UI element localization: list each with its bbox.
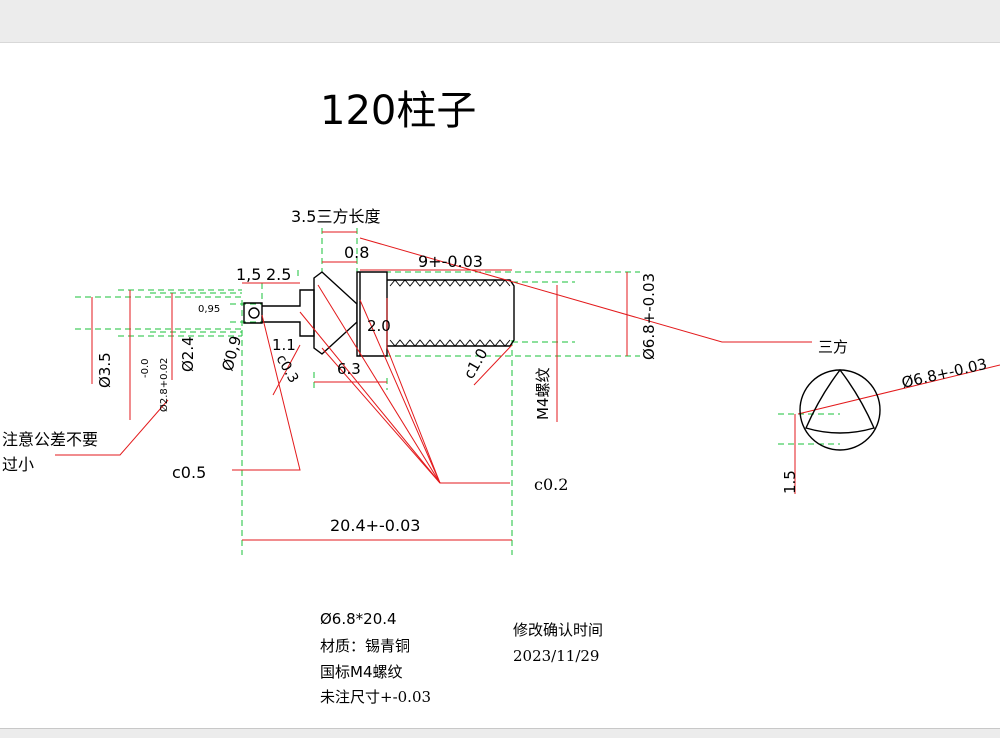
revision-label: 修改确认时间 bbox=[513, 621, 603, 639]
dim-1-5-end: 1.5 bbox=[781, 470, 799, 494]
dim-three-flat-length: 3.5三方长度 bbox=[291, 207, 380, 226]
dim-c0-3: c0.3 bbox=[273, 352, 302, 386]
dim-6-3: 6.3 bbox=[337, 360, 361, 378]
part-outline bbox=[243, 271, 515, 357]
dim-0-95: 0,95 bbox=[198, 304, 220, 315]
dim-end-diameter: Ø6.8+-0.03 bbox=[900, 355, 989, 392]
dim-9: 9+-0.03 bbox=[418, 252, 483, 271]
dim-c0-2: c0.2 bbox=[534, 475, 568, 494]
note-size: Ø6.8*20.4 bbox=[320, 610, 397, 628]
dim-overall-length: 20.4+-0.03 bbox=[330, 516, 420, 535]
dim-2-0: 2.0 bbox=[367, 317, 391, 335]
dim-dia-0-9: Ø0,9 bbox=[218, 334, 245, 373]
dim-dia-2-8: Ø2.8+0.02 bbox=[158, 358, 170, 412]
tolerance-note-line2: 过小 bbox=[2, 455, 34, 474]
dim-c0-5: c0.5 bbox=[172, 463, 206, 482]
dim-c1-0: c1.0 bbox=[460, 345, 492, 382]
viewer-top-bar bbox=[0, 0, 1000, 43]
dim-1-1: 1.1 bbox=[272, 336, 296, 354]
dim-2-5: 2.5 bbox=[266, 265, 291, 284]
note-tolerance: 未注尺寸+-0.03 bbox=[320, 688, 431, 706]
dim-dia-2-4: Ø2.4 bbox=[179, 336, 197, 372]
dim-m4-thread: M4螺纹 bbox=[534, 368, 552, 421]
green-construction-lines bbox=[75, 228, 840, 555]
viewer-bottom-bar bbox=[0, 728, 1000, 738]
dim-1-5: 1,5 bbox=[236, 265, 261, 284]
drawing-title: 120柱子 bbox=[320, 88, 476, 134]
dim-dia-6-8: Ø6.8+-0.03 bbox=[640, 273, 658, 360]
end-view bbox=[799, 368, 881, 451]
note-thread: 国标M4螺纹 bbox=[320, 663, 403, 681]
dim-0-8: 0.8 bbox=[344, 243, 369, 262]
dimension-lines bbox=[55, 231, 1000, 541]
tolerance-note-line1: 注意公差不要 bbox=[2, 430, 98, 449]
dim-dia-3-5: Ø3.5 bbox=[96, 352, 114, 388]
revision-date: 2023/11/29 bbox=[513, 647, 599, 665]
note-material: 材质：锡青铜 bbox=[320, 637, 410, 655]
label-three-flat: 三方 bbox=[818, 338, 848, 356]
dim-dia-2-8-lower: -0.0 bbox=[140, 358, 151, 378]
